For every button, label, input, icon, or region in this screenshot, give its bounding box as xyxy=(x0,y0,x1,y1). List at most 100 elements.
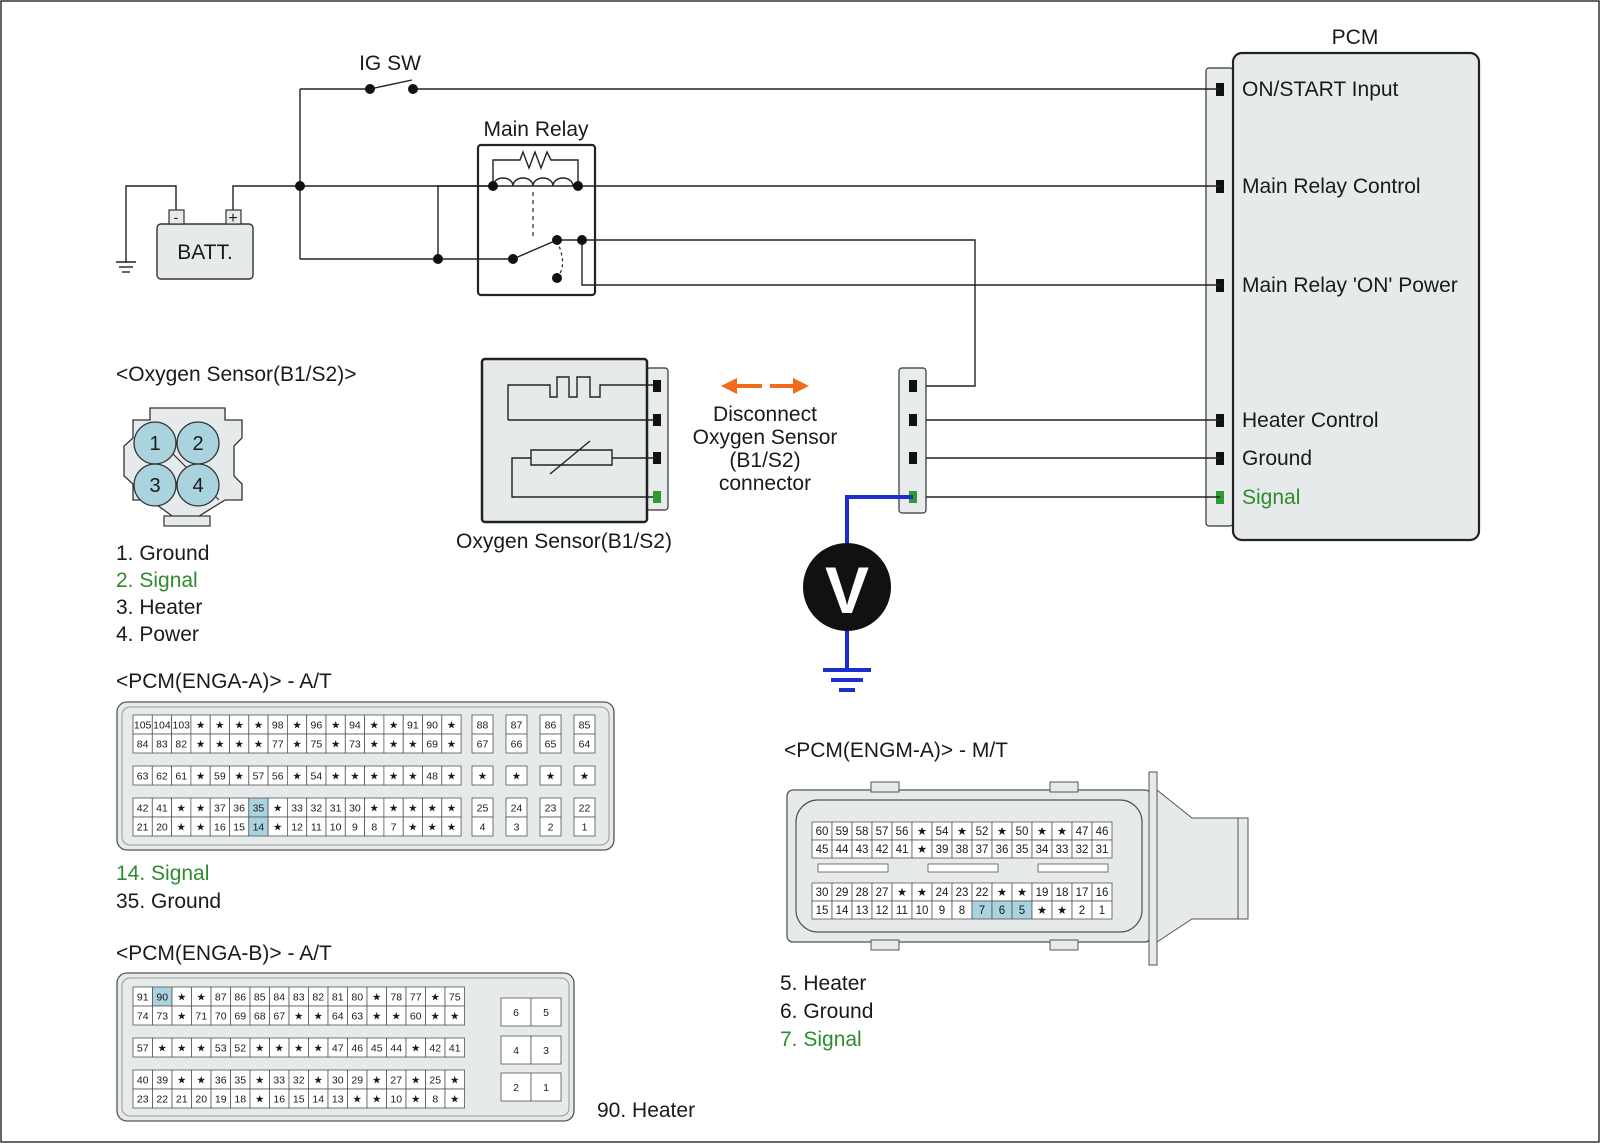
pin-number: ★ xyxy=(389,803,398,815)
pin-number: ★ xyxy=(408,771,417,783)
pin-number: ★ xyxy=(294,1043,303,1055)
pin-number: ★ xyxy=(177,822,186,834)
pin-number: 9 xyxy=(352,822,358,834)
pin-number: 84 xyxy=(273,992,285,1004)
pin-number: 71 xyxy=(195,1011,207,1023)
pin-number: ★ xyxy=(372,1075,381,1087)
pin-cell xyxy=(444,1088,465,1109)
pin-number: ★ xyxy=(450,1011,459,1023)
pin-number: 13 xyxy=(332,1094,344,1106)
pin-number: 14 xyxy=(836,905,849,917)
pin-number: 60 xyxy=(816,826,829,838)
pin-number: ★ xyxy=(331,771,340,783)
pin-number: 9 xyxy=(939,905,945,917)
pin-number: ★ xyxy=(450,1075,459,1087)
pin-number: 37 xyxy=(214,803,226,815)
pin-number: ★ xyxy=(234,720,243,732)
pin-number: ★ xyxy=(389,720,398,732)
pin-number: 61 xyxy=(175,771,187,783)
pin-number: 10 xyxy=(390,1094,402,1106)
o2-legend-item: 4. Power xyxy=(116,623,199,646)
pin-number: 37 xyxy=(976,844,989,856)
pin-number: 36 xyxy=(996,844,1009,856)
pin-number: 86 xyxy=(234,992,246,1004)
pin-number: ★ xyxy=(177,1011,186,1023)
pin-number: 6 xyxy=(999,905,1005,917)
pin-number: 31 xyxy=(1096,844,1109,856)
pin-number: ★ xyxy=(450,1094,459,1106)
pin-number: ★ xyxy=(408,803,417,815)
pin-number: 83 xyxy=(293,992,305,1004)
pin-number: ★ xyxy=(447,720,456,732)
pin-cell xyxy=(500,1035,532,1065)
pin-number: 10 xyxy=(916,905,929,917)
pin-number: 18 xyxy=(1056,887,1069,899)
pin-number: ★ xyxy=(331,720,340,732)
pin-number: ★ xyxy=(957,826,967,838)
pin-number: 23 xyxy=(956,887,969,899)
pin-number: 73 xyxy=(156,1011,168,1023)
pin-number: 15 xyxy=(293,1094,305,1106)
pin-number: 36 xyxy=(233,803,245,815)
enga-a-title: <PCM(ENGA-A)> - A/T xyxy=(116,670,332,693)
pcm-terminal-label: Main Relay 'ON' Power xyxy=(1242,274,1458,297)
pin-number: ★ xyxy=(158,1043,167,1055)
pin-number: ★ xyxy=(447,822,456,834)
pin-number: ★ xyxy=(254,739,263,751)
pin-number: 52 xyxy=(234,1043,246,1055)
pin-number: 67 xyxy=(477,739,489,751)
pin-number: 35 xyxy=(234,1075,246,1087)
pin-number: 57 xyxy=(137,1043,149,1055)
battery: - + BATT. xyxy=(156,209,254,280)
pin-number: 82 xyxy=(312,992,324,1004)
pin-number: 60 xyxy=(410,1011,422,1023)
pin-number: 28 xyxy=(856,887,869,899)
pin-number: 23 xyxy=(545,803,557,815)
voltmeter-label: V xyxy=(825,553,869,627)
pin-number: 73 xyxy=(349,739,361,751)
enga-b-legend: 90. Heater xyxy=(597,1099,695,1122)
pin-number: ★ xyxy=(427,803,436,815)
pin-number: 33 xyxy=(273,1075,285,1087)
pin-number: 43 xyxy=(856,844,869,856)
pin-number: 18 xyxy=(234,1094,246,1106)
wire-junctions xyxy=(295,84,587,283)
pin-number: 83 xyxy=(156,739,168,751)
pin-number: 36 xyxy=(215,1075,227,1087)
pin-number: ★ xyxy=(411,1043,420,1055)
pin-number: 8 xyxy=(959,905,965,917)
pin-number: ★ xyxy=(408,739,417,751)
pin-number: ★ xyxy=(292,771,301,783)
pin-number: ★ xyxy=(370,803,379,815)
pin-number: 22 xyxy=(156,1094,168,1106)
pin-number: 87 xyxy=(511,720,523,732)
pin-number: 54 xyxy=(311,771,323,783)
pin-number: 42 xyxy=(429,1043,441,1055)
pin-number: 20 xyxy=(156,822,168,834)
pin-number: 59 xyxy=(214,771,226,783)
pin-number: 22 xyxy=(579,803,591,815)
connector-legend-item: 14. Signal xyxy=(116,862,209,885)
pcm-terminal-label: ON/START Input xyxy=(1242,78,1399,101)
o2-pin-number: 4 xyxy=(192,475,203,497)
pin-number: 19 xyxy=(1036,887,1049,899)
engm-a-title: <PCM(ENGM-A)> - M/T xyxy=(784,739,1008,762)
pin-number: ★ xyxy=(314,1011,323,1023)
pin-number: 2 xyxy=(548,822,554,834)
pin-number: 85 xyxy=(254,992,266,1004)
voltmeter: V xyxy=(803,495,913,692)
pin-number: ★ xyxy=(314,1043,323,1055)
pin-number: ★ xyxy=(196,739,205,751)
pin-number: ★ xyxy=(197,992,206,1004)
pin-number: 12 xyxy=(876,905,889,917)
pin-number: ★ xyxy=(350,771,359,783)
pin-cell xyxy=(471,765,494,786)
pin-number: ★ xyxy=(177,992,186,1004)
o2-pin-number: 1 xyxy=(149,433,160,455)
pin-number: 13 xyxy=(856,905,869,917)
pin-number: 77 xyxy=(272,739,284,751)
pin-number: 7 xyxy=(979,905,985,917)
pin-cell xyxy=(539,765,562,786)
pin-number: 7 xyxy=(391,822,397,834)
